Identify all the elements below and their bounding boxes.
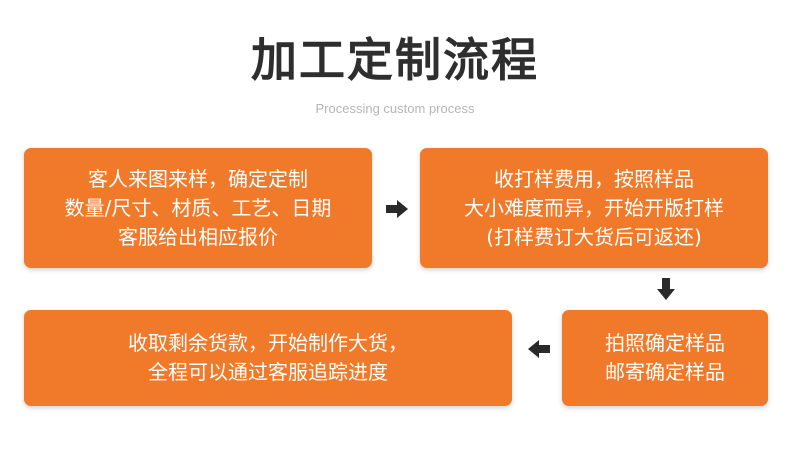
step-4-line-1: 收取剩余货款，开始制作大货，	[128, 331, 408, 355]
page-subtitle: Processing custom process	[315, 101, 475, 116]
arrow-down-icon	[657, 278, 675, 300]
step-3-box: 拍照确定样品 邮寄确定样品	[562, 310, 768, 406]
step-2-line-2: 大小难度而异，开始开版打样	[464, 195, 724, 220]
step-1-box: 客人来图来样，确定定制 数量/尺寸、材质、工艺、日期 客服给出相应报价	[24, 148, 372, 268]
step-2-line-3: (打样费订大货后可返还)	[486, 224, 702, 249]
step-3-line-1: 拍照确定样品	[605, 331, 725, 355]
step-1-line-3: 客服给出相应报价	[118, 224, 278, 249]
step-4-line-2: 全程可以通过客服追踪进度	[148, 360, 388, 384]
page-title: 加工定制流程	[251, 33, 539, 87]
step-2-box: 收打样费用，按照样品 大小难度而异，开始开版打样 (打样费订大货后可返还)	[420, 148, 768, 268]
step-4-box: 收取剩余货款，开始制作大货， 全程可以通过客服追踪进度	[24, 310, 512, 406]
step-2-line-1: 收打样费用，按照样品	[494, 166, 694, 191]
arrow-left-icon	[528, 340, 550, 358]
step-1-line-2: 数量/尺寸、材质、工艺、日期	[64, 195, 332, 220]
step-3-line-2: 邮寄确定样品	[605, 360, 725, 384]
arrow-right-icon	[386, 200, 408, 218]
step-1-line-1: 客人来图来样，确定定制	[88, 166, 308, 191]
